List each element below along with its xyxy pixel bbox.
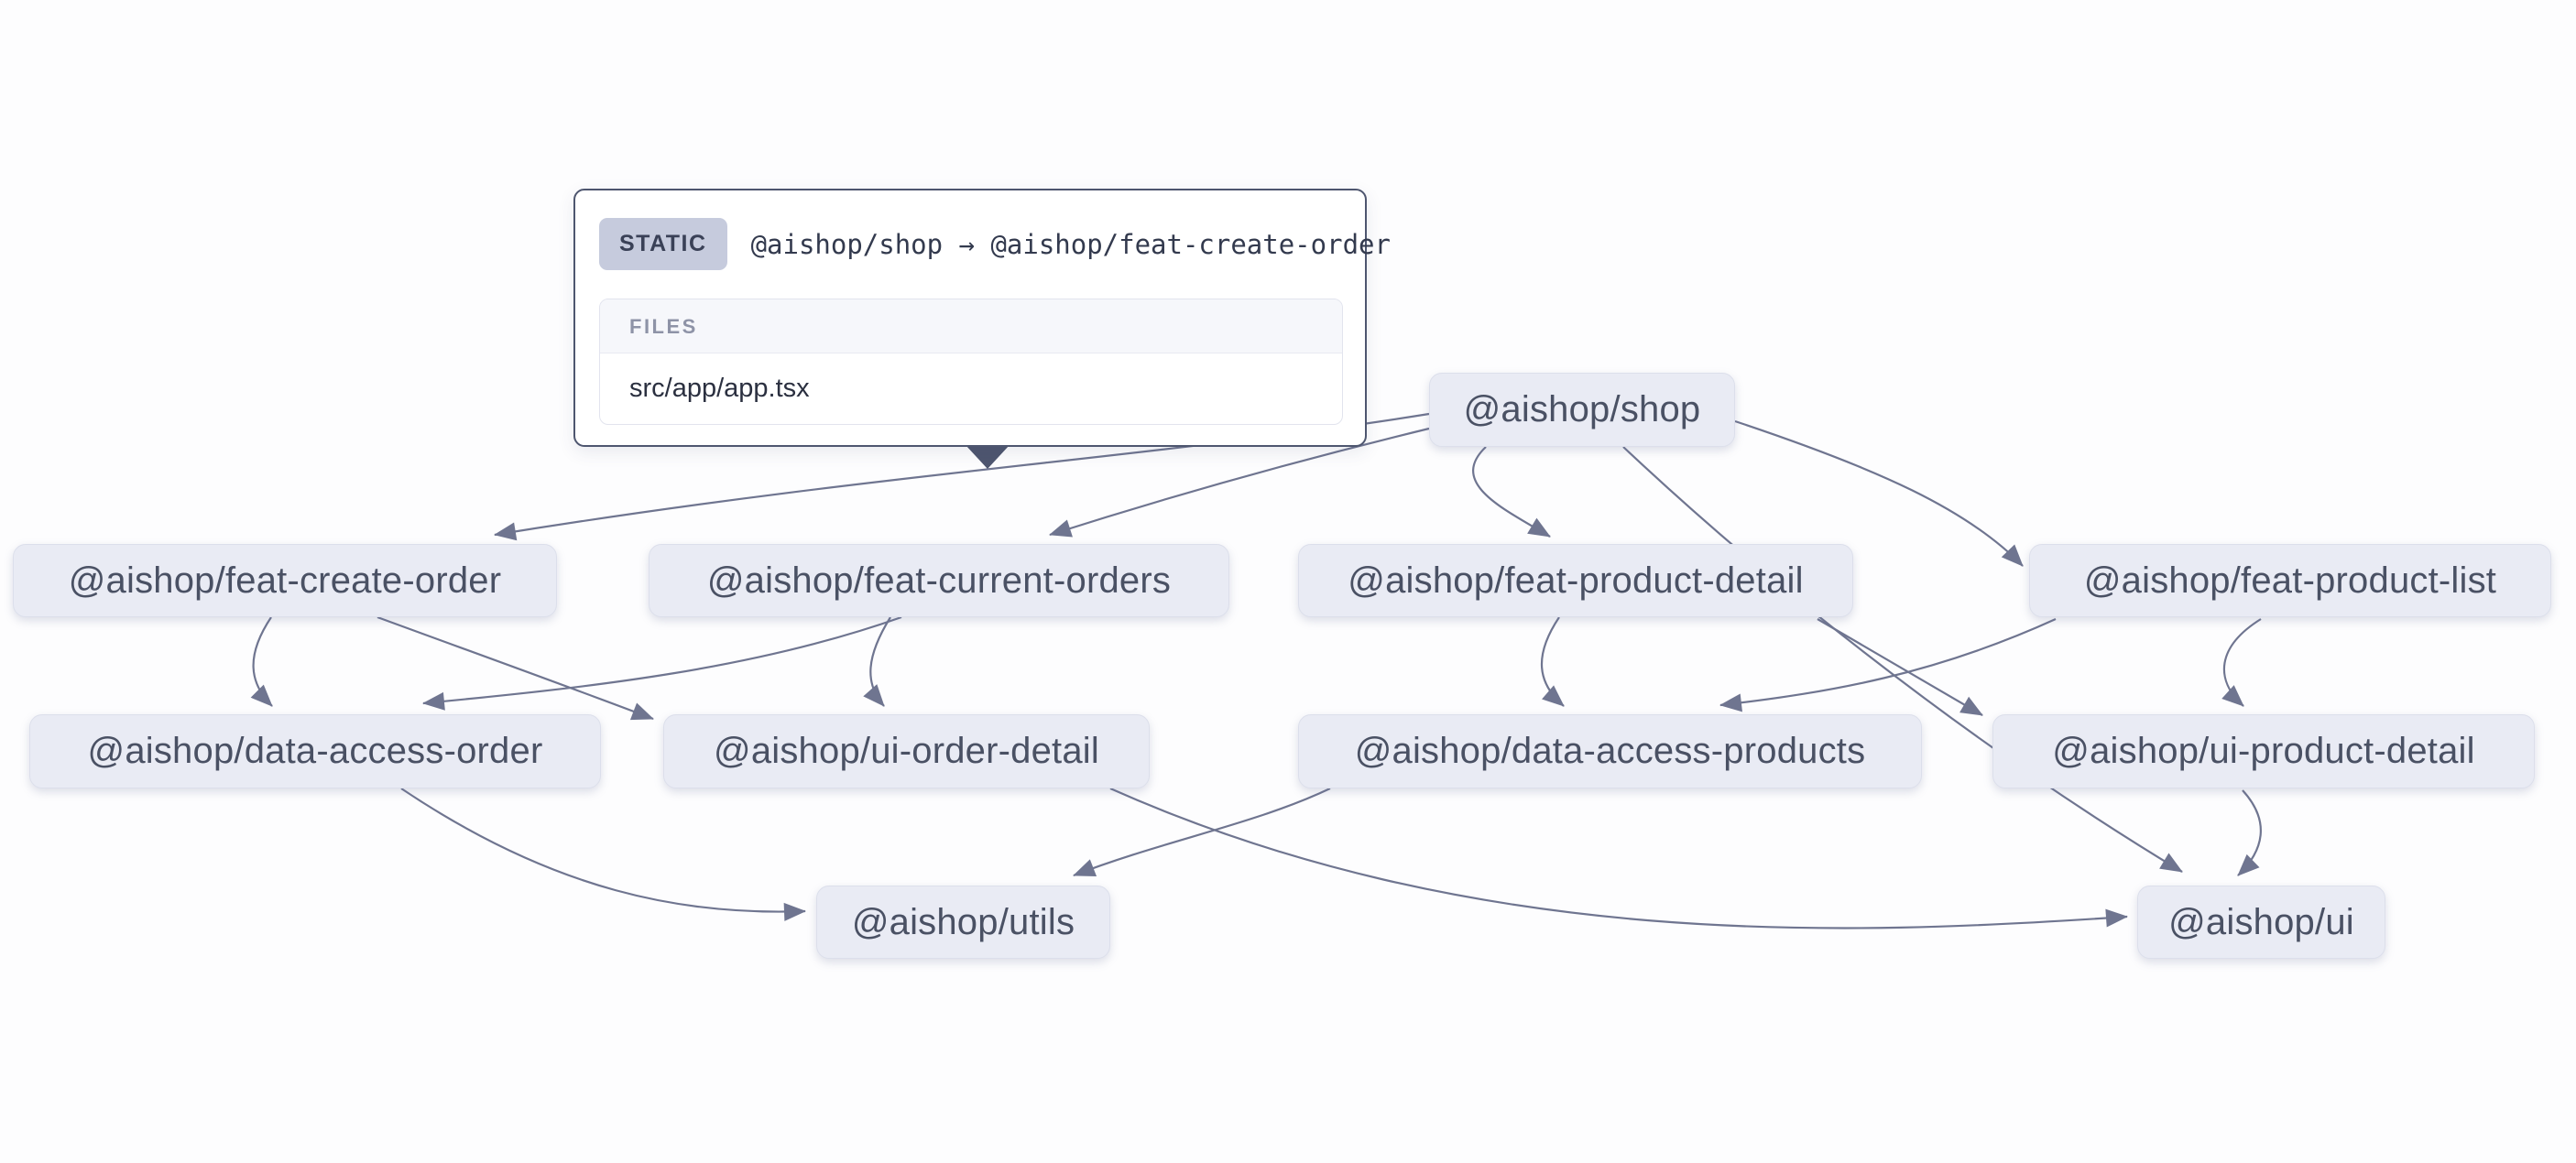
edge-tooltip: STATIC @aishop/shop → @aishop/feat-creat…	[573, 189, 1391, 447]
edge-feat-product-list--ui-product-detail[interactable]	[2221, 618, 2262, 707]
edge-feat-product-detail--ui-product-detail[interactable]	[1817, 618, 1983, 716]
edge-shop--feat-product-list[interactable]	[1734, 419, 2024, 567]
edge-feat-product-detail--data-access-products[interactable]	[1540, 616, 1565, 707]
files-section-header: FILES	[600, 299, 1342, 353]
files-list: src/app/app.tsx	[600, 353, 1342, 424]
file-row: src/app/app.tsx	[629, 374, 810, 403]
edge-shop--feat-product-detail[interactable]	[1472, 446, 1551, 538]
edge-shop--feat-current-orders[interactable]	[1049, 427, 1430, 538]
graph-node-feat-product-list[interactable]: @aishop/feat-product-list	[2029, 544, 2551, 617]
edge-ui-order-detail--ui[interactable]	[1109, 787, 2128, 929]
edge-feat-product-list--data-access-products[interactable]	[1719, 617, 2057, 712]
dependency-label: @aishop/shop → @aishop/feat-create-order	[750, 228, 1391, 260]
edge-shop--ui[interactable]	[1622, 446, 2183, 873]
files-section: FILES src/app/app.tsx	[599, 299, 1343, 425]
graph-node-data-access-order[interactable]: @aishop/data-access-order	[29, 714, 601, 788]
edge-ui-product-detail--ui[interactable]	[2237, 789, 2262, 876]
graph-node-ui-order-detail[interactable]: @aishop/ui-order-detail	[663, 714, 1150, 788]
graph-node-feat-current-orders[interactable]: @aishop/feat-current-orders	[649, 544, 1229, 617]
graph-node-feat-product-detail[interactable]: @aishop/feat-product-detail	[1298, 544, 1853, 617]
graph-node-ui[interactable]: @aishop/ui	[2137, 886, 2385, 959]
edge-data-access-products--utils[interactable]	[1073, 788, 1331, 877]
tooltip-header: STATIC @aishop/shop → @aishop/feat-creat…	[575, 190, 1391, 270]
graph-node-feat-create-order[interactable]: @aishop/feat-create-order	[13, 544, 557, 617]
tooltip-caret-icon	[966, 445, 1010, 469]
edge-feat-current-orders--ui-order-detail[interactable]	[863, 616, 891, 707]
graph-node-ui-product-detail[interactable]: @aishop/ui-product-detail	[1992, 714, 2535, 788]
edge-feat-current-orders--data-access-order[interactable]	[422, 615, 902, 711]
graph-node-shop[interactable]: @aishop/shop	[1429, 373, 1735, 447]
edge-data-access-order--utils[interactable]	[400, 788, 806, 921]
edge-feat-create-order--ui-order-detail[interactable]	[377, 615, 654, 721]
dependency-type-badge: STATIC	[599, 218, 727, 270]
graph-node-utils[interactable]: @aishop/utils	[816, 886, 1110, 959]
edge-feat-create-order--data-access-order[interactable]	[250, 616, 273, 707]
graph-node-data-access-products[interactable]: @aishop/data-access-products	[1298, 714, 1922, 788]
